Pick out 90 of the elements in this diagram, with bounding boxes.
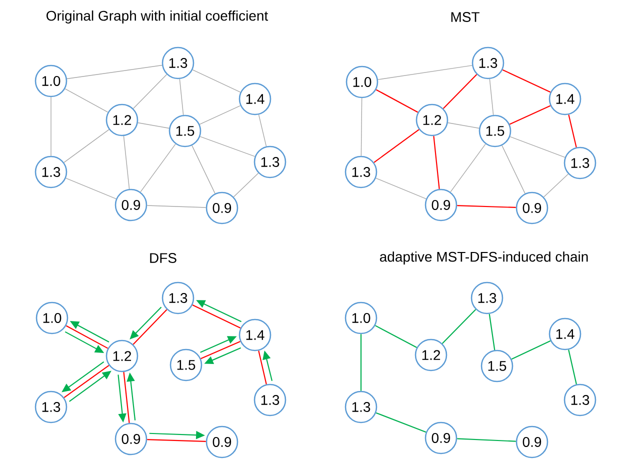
graph-edge [132, 309, 168, 345]
graph-edge [258, 350, 267, 384]
graph-edge [375, 325, 417, 348]
graph-node: 1.3 [34, 390, 68, 424]
graph-node: 1.3 [162, 46, 194, 80]
graph-edge [50, 96, 52, 156]
graph-node: 1.4 [548, 82, 582, 116]
graph-node: 1.2 [416, 104, 448, 136]
graph-node: 1.3 [472, 46, 504, 80]
panel-title: DFS [150, 253, 176, 263]
graph-edge [199, 105, 241, 125]
graph-node: 1.5 [168, 114, 202, 148]
graph-edge [123, 372, 130, 423]
graph-node: 0.9 [114, 188, 148, 222]
graph-edge [192, 304, 241, 328]
panel-title: Original Graph with initial coefficient [46, 10, 268, 24]
graph-edge [450, 144, 486, 192]
graph-edge [376, 89, 418, 113]
graph-edge [502, 69, 551, 93]
graph-edge [192, 70, 241, 92]
panel-title: adaptive MST-DFS-induced chain [380, 251, 588, 265]
graph-edge [442, 309, 476, 344]
graph-edge [147, 439, 206, 442]
graph-edge [433, 136, 440, 189]
graph-node: 0.9 [516, 192, 548, 224]
graph-node: 0.9 [516, 426, 548, 458]
graph-edge [502, 145, 526, 194]
graph-node: 1.3 [34, 156, 68, 188]
graph-node: 1.3 [470, 282, 504, 314]
graph-node: 0.9 [114, 422, 148, 456]
graph-node: 0.9 [206, 426, 238, 458]
graph-node: 1.4 [238, 82, 272, 116]
graph-node: 1.2 [414, 338, 448, 372]
graph-edge [510, 136, 566, 158]
graph-edge [64, 88, 108, 113]
graph-edge [140, 144, 176, 192]
graph-edge [378, 65, 472, 80]
graph-edge [200, 136, 256, 157]
graph-node: 0.9 [206, 192, 238, 224]
graph-node: 1.0 [346, 66, 378, 98]
graph-node: 1.0 [34, 64, 68, 98]
graph-edge [179, 78, 184, 116]
graph-node: 1.3 [162, 282, 194, 314]
graph-node: 1.4 [238, 318, 272, 352]
graph-edge [146, 205, 206, 208]
graph-edge [66, 64, 162, 80]
graph-node: 1.3 [344, 156, 378, 188]
graph-node: 0.9 [424, 422, 458, 454]
graph-edge [568, 350, 577, 384]
graph-node: 1.3 [564, 384, 596, 416]
graph-edge [442, 74, 478, 109]
graph-node: 1.0 [36, 302, 68, 334]
graph-node: 1.5 [478, 114, 512, 148]
graph-edge [376, 412, 426, 433]
graph-edge [509, 105, 551, 125]
graph-node: 1.4 [548, 318, 582, 350]
graph-edge [543, 174, 569, 198]
graph-edge [488, 314, 496, 350]
graph-node: 0.9 [424, 188, 458, 222]
panel-title: MST [451, 12, 480, 22]
graph-edge [448, 122, 480, 129]
graph-edge [360, 334, 362, 391]
graph-node: 1.3 [564, 146, 596, 180]
graph-edge [258, 114, 267, 147]
graph-edge [138, 122, 170, 129]
graph-edge [489, 78, 494, 116]
graph-edge [376, 178, 426, 200]
graph-edge [123, 136, 130, 190]
graph-edge [511, 340, 551, 360]
graph-edge [192, 145, 216, 194]
graph-edge [64, 364, 110, 398]
graph-node: 1.3 [254, 146, 286, 178]
graph-edge [200, 340, 240, 360]
graph-node: 1.5 [170, 348, 202, 382]
graph-edge [66, 325, 108, 349]
graph-edge [457, 438, 516, 442]
graph-edge [374, 129, 420, 163]
graph-node: 1.2 [106, 340, 138, 372]
graph-edge [64, 129, 110, 163]
graph-edge [568, 114, 577, 148]
graph-node: 1.2 [106, 104, 138, 136]
graph-node: 1.3 [344, 390, 378, 424]
graph-edge [66, 178, 116, 200]
graph-node: 1.3 [254, 384, 286, 416]
graph-node: 1.0 [344, 302, 378, 334]
graph-edge [360, 98, 362, 156]
graph-node: 1.5 [480, 350, 514, 382]
graph-edge [457, 204, 516, 208]
graph-edge [132, 74, 168, 109]
graph-edge [233, 172, 259, 198]
